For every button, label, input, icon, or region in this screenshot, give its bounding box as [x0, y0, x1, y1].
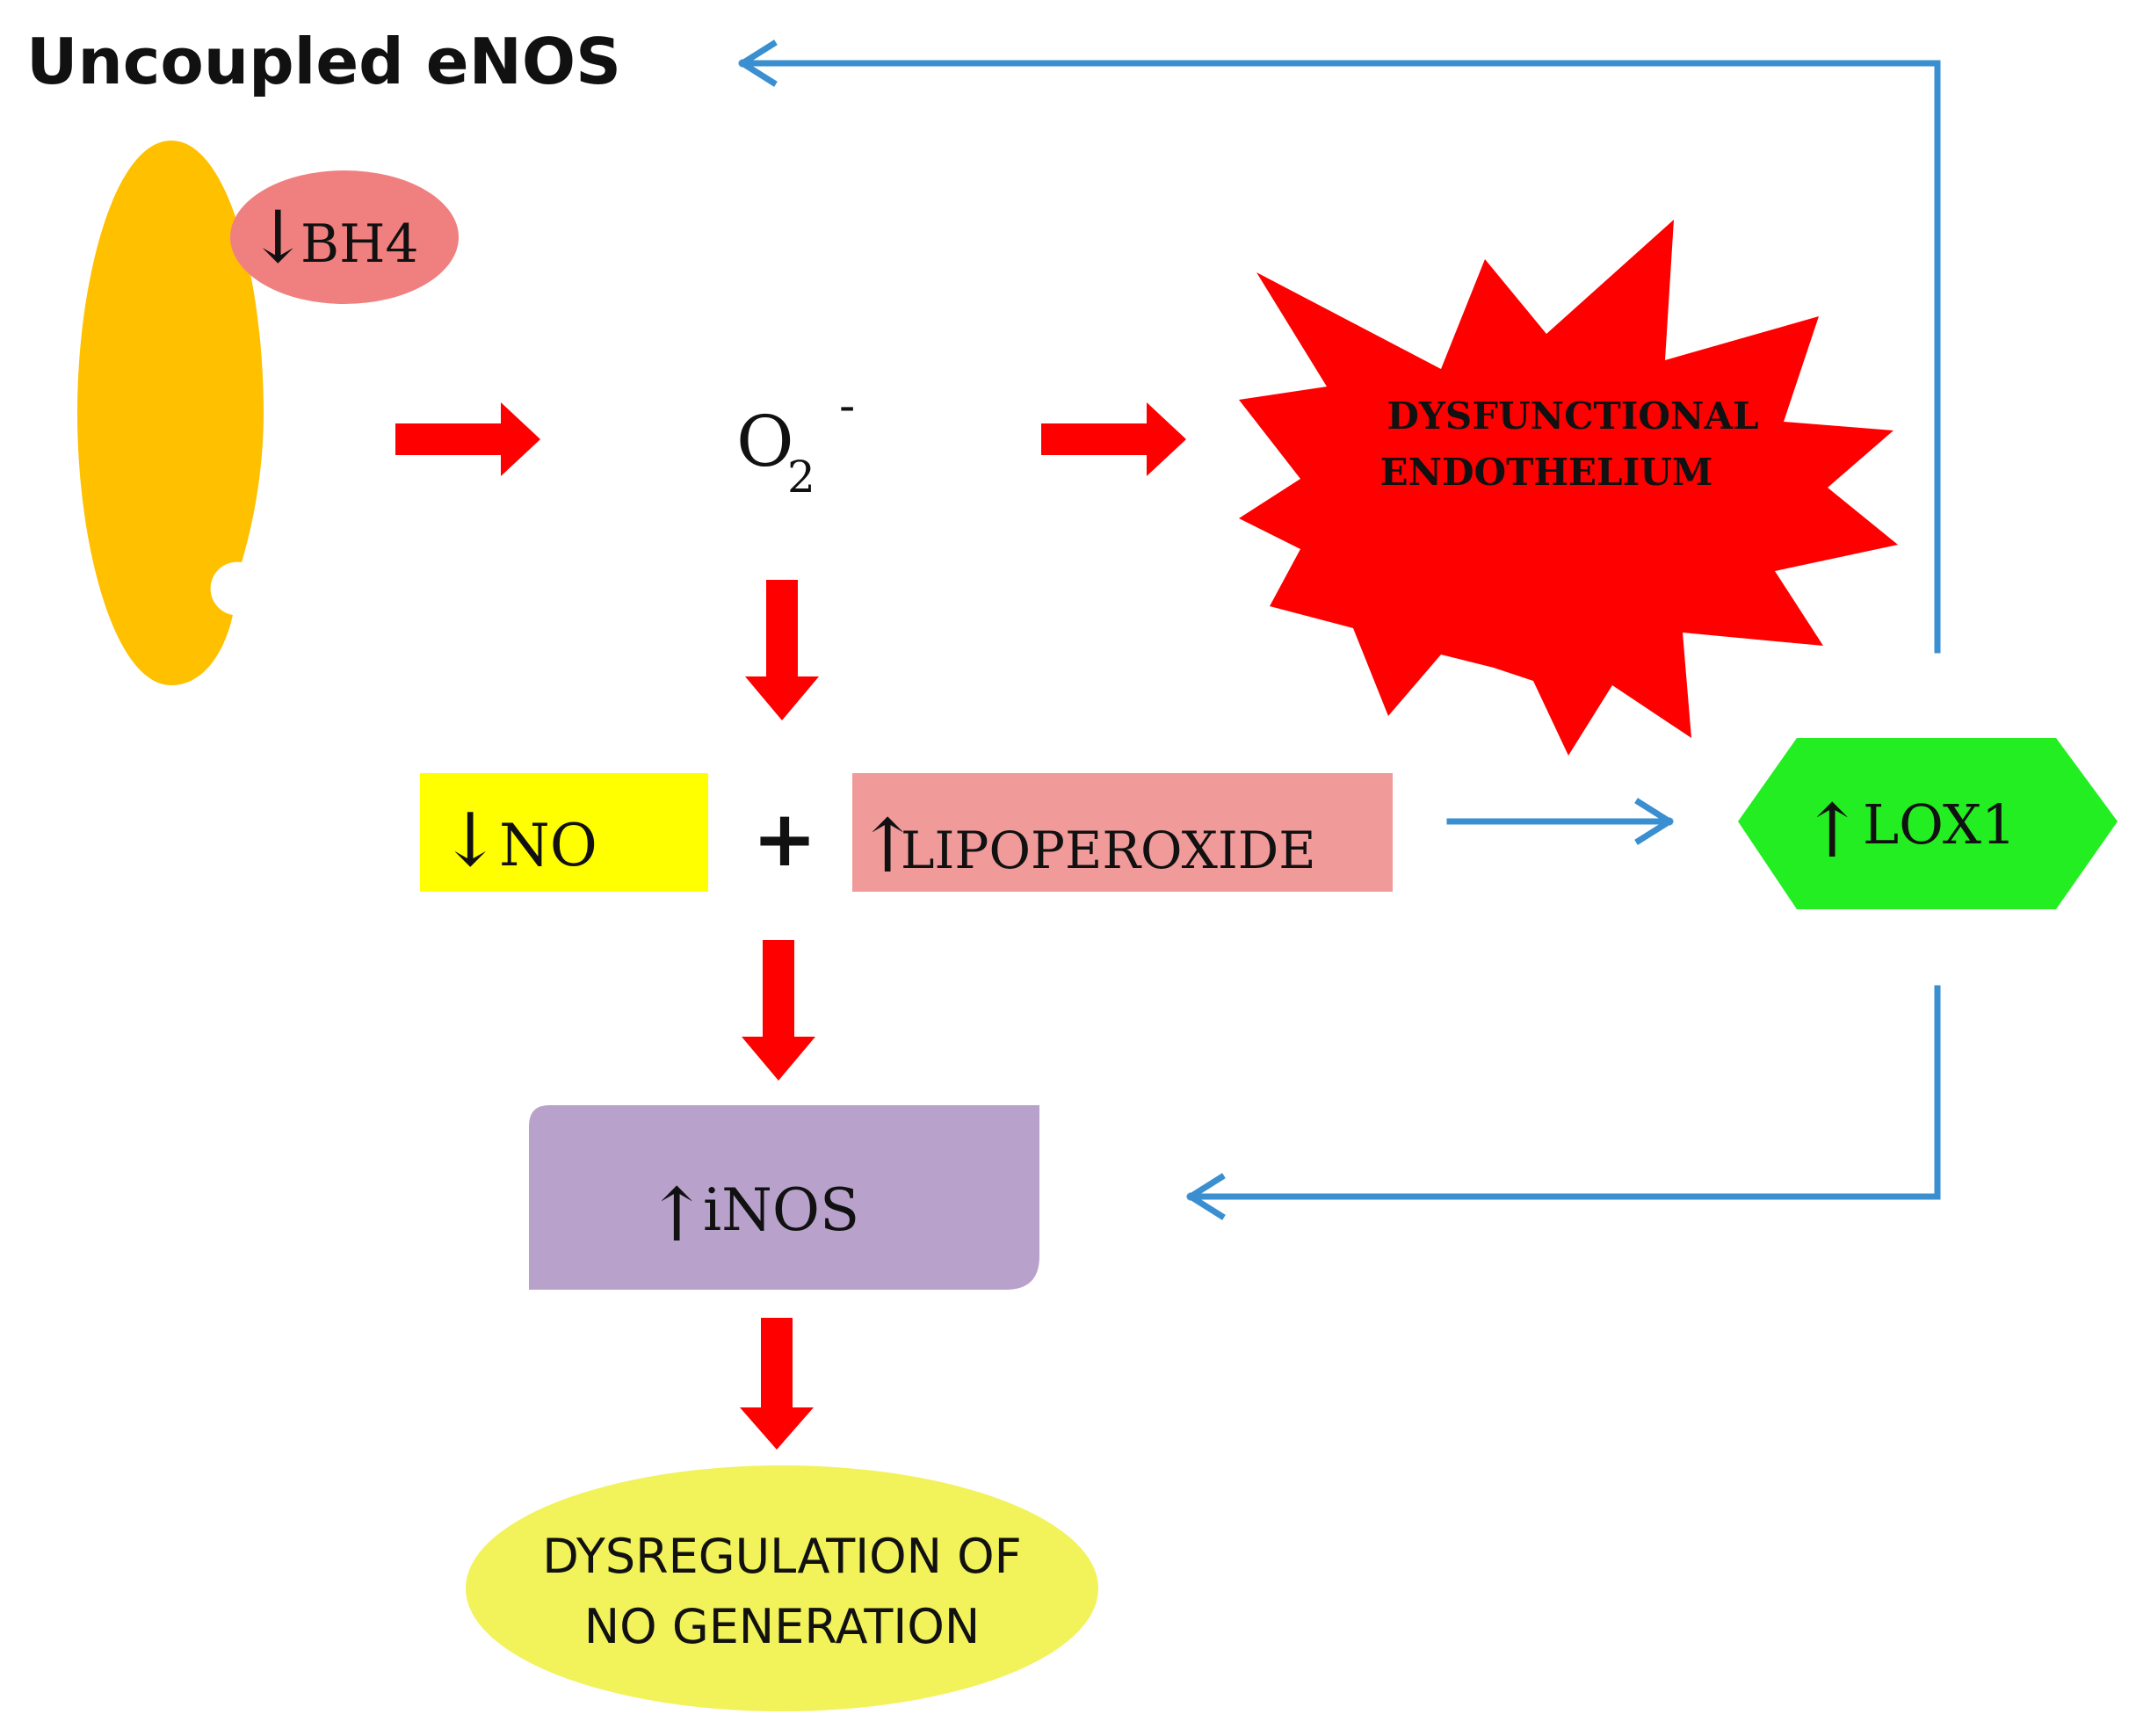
arrowhead-lox1	[1634, 798, 1674, 845]
no-arrow: ↓	[439, 797, 501, 883]
arrow-inos-to-dysregulation	[740, 1318, 814, 1450]
bh4-arrow: ↓	[248, 196, 308, 279]
burst-star	[1239, 220, 1898, 756]
diagram-title: Uncoupled eNOS	[26, 25, 621, 98]
lox1-label: LOX1	[1863, 792, 2017, 857]
arrow-superoxide-to-dysfunctional	[1041, 402, 1186, 476]
no-label: NO	[499, 812, 597, 879]
arrow-lox1-to-inos	[1187, 985, 1941, 1200]
superoxide-node: O 2 -	[736, 378, 855, 503]
inos-box	[529, 1105, 1039, 1290]
blue-feedback-arrows	[738, 40, 1941, 1220]
bh4-ellipse	[230, 170, 459, 304]
dysfunctional-endothelium-node: DYSFUNCTIONAL ENDOTHELIUM	[1239, 220, 1898, 756]
no-node: ↓ NO	[420, 773, 708, 892]
no-box	[420, 773, 708, 892]
plus-sign: +	[752, 793, 817, 884]
lox1-hexagon	[1738, 738, 2118, 909]
bh4-node: ↓ BH4	[230, 170, 459, 304]
dysfunctional-line2: ENDOTHELIUM	[1380, 451, 1713, 494]
inos-arrow: ↑	[646, 1172, 707, 1258]
dysregulation-ellipse	[466, 1465, 1098, 1711]
arrow-superoxide-to-no	[745, 580, 819, 720]
superoxide-subscript: 2	[787, 452, 815, 503]
lipoperoxide-node: ↑ LIPOPEROXIDE	[852, 773, 1393, 892]
inos-node: ↑ iNOS	[529, 1105, 1039, 1290]
lox1-node: ↑ LOX1	[1738, 738, 2118, 909]
bh4-label: BH4	[300, 213, 419, 275]
arrow-enos-to-superoxide	[395, 402, 540, 476]
enos-shape	[77, 141, 264, 685]
lipoperoxide-label: LIPOPEROXIDE	[901, 821, 1316, 880]
dysregulation-node: DYSREGULATION OF NO GENERATION	[466, 1465, 1098, 1711]
arrowhead-enos	[738, 40, 778, 87]
lox1-arrow: ↑	[1801, 788, 1863, 874]
arrow-no-to-inos	[742, 940, 815, 1081]
dysfunctional-line1: DYSFUNCTIONAL	[1387, 394, 1759, 438]
dysregulation-line2: NO GENERATION	[584, 1599, 980, 1654]
red-arrows	[395, 402, 1186, 1450]
dysregulation-line1: DYSREGULATION OF	[542, 1529, 1022, 1584]
lipoperoxide-box	[852, 773, 1393, 892]
superoxide-superscript: -	[839, 378, 855, 433]
superoxide-base: O	[736, 401, 794, 482]
enos-ellipse	[77, 141, 264, 685]
inos-label: iNOS	[703, 1176, 859, 1244]
arrowhead-inos	[1186, 1173, 1226, 1220]
lipoperoxide-arrow: ↑	[857, 803, 918, 889]
arrow-lox1-to-enos	[739, 60, 1941, 654]
